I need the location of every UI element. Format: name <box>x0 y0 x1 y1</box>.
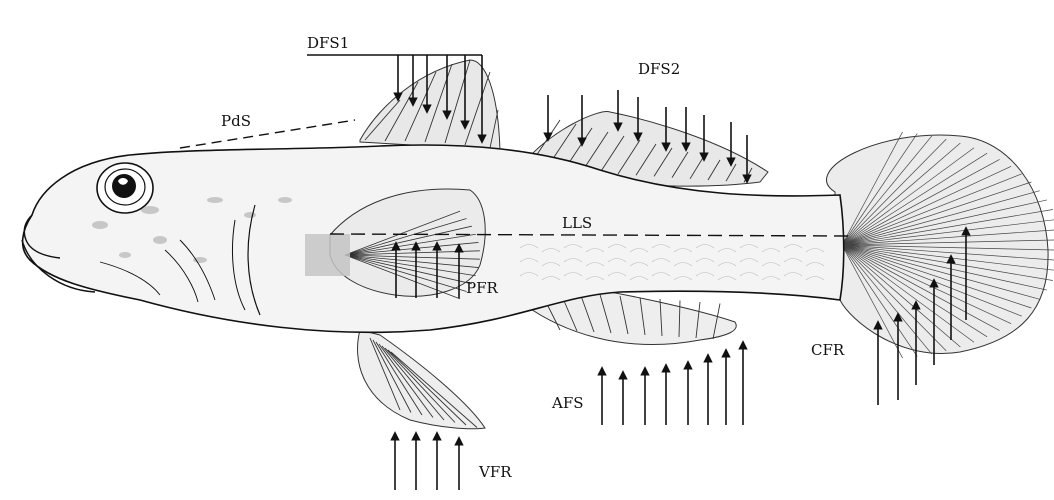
pds-line <box>180 120 355 148</box>
label-vfr: VFR <box>478 463 512 481</box>
vfr-arrow-group <box>395 433 459 490</box>
label-pfr: PFR <box>466 279 499 297</box>
ventral-fin <box>358 330 485 429</box>
label-dfs1: DFS1 <box>307 34 349 52</box>
label-pds: PdS <box>221 112 251 130</box>
label-cfr: CFR <box>811 341 845 359</box>
afs-arrow-group <box>602 342 743 425</box>
label-afs: AFS <box>551 394 584 412</box>
caudal-fin <box>827 132 1054 358</box>
label-dfs2: DFS2 <box>638 60 680 78</box>
first-dorsal-fin <box>360 60 500 150</box>
label-lls: LLS <box>562 214 592 232</box>
eye <box>97 163 153 213</box>
